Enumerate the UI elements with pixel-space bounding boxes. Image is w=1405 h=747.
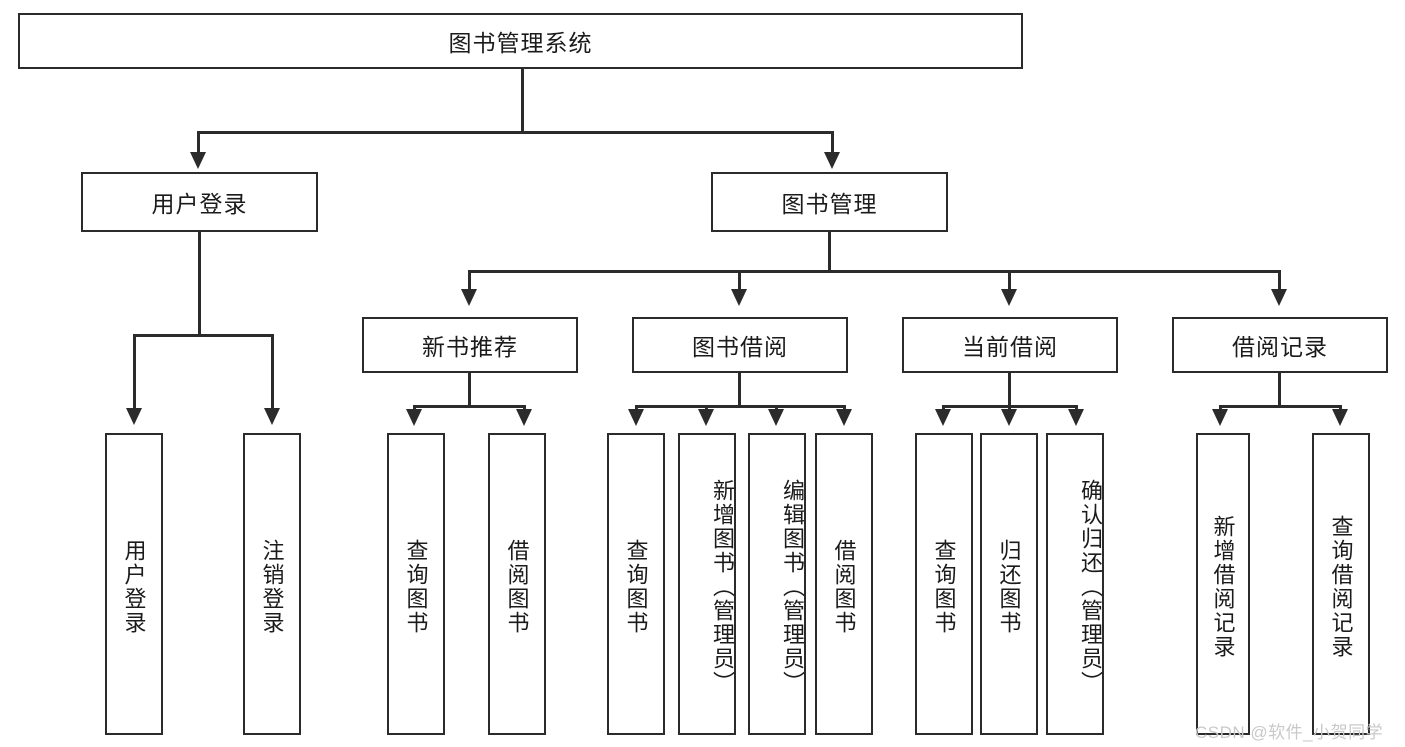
arrow-bookmgmt-to-newbook <box>461 289 477 306</box>
edge-userlogin-bus <box>133 334 273 337</box>
edge-bookborrow-stem <box>738 373 741 407</box>
arrow-root-to-bookmgmt <box>824 152 840 169</box>
leaf-bookborrow-add-book-admin[interactable]: 新增图书（管理员） <box>678 433 736 735</box>
leaf-currentborrow-return-book[interactable]: 归还图书 <box>980 433 1038 735</box>
node-label: 图书借阅 <box>692 334 788 360</box>
node-book-management[interactable]: 图书管理 <box>711 172 948 232</box>
edge-bookborrow-branch-1 <box>635 405 638 412</box>
leaf-label: 新增图书（管理员） <box>710 479 735 695</box>
leaf-currentborrow-confirm-return-admin[interactable]: 确认归还（管理员） <box>1046 433 1104 735</box>
node-label: 图书管理 <box>781 191 878 217</box>
edge-bookmgmt-branch-2 <box>738 270 741 292</box>
edge-bookmgmt-branch-3 <box>1008 270 1011 292</box>
edge-userlogin-branch-2 <box>271 334 274 411</box>
arrow-bookmgmt-to-borrow <box>731 289 747 306</box>
edge-borrowrecord-branch-1 <box>1219 405 1222 412</box>
leaf-borrowrecord-add-record[interactable]: 新增借阅记录 <box>1196 433 1250 735</box>
arrow-userlogin-leaf-1 <box>126 408 142 425</box>
arrow-currentborrow-leaf-2 <box>1001 409 1017 426</box>
edge-currentborrow-branch-3 <box>1075 405 1078 412</box>
edge-bookmgmt-branch-4 <box>1278 270 1281 292</box>
edge-bookmgmt-branch-1 <box>468 270 471 292</box>
arrow-newbook-leaf-1 <box>406 409 422 426</box>
leaf-label: 查询借阅记录 <box>1328 515 1354 659</box>
arrow-bookmgmt-to-current <box>1001 289 1017 306</box>
leaf-bookborrow-borrow-book[interactable]: 借阅图书 <box>815 433 873 735</box>
arrow-bookborrow-leaf-3 <box>768 409 784 426</box>
leaf-label: 确认归还（管理员） <box>1078 479 1103 695</box>
edge-root-to-bookmgmt <box>831 131 834 155</box>
leaf-label: 编辑图书（管理员） <box>780 479 805 695</box>
leaf-newbook-borrow-book[interactable]: 借阅图书 <box>488 433 546 735</box>
leaf-label: 查询图书 <box>623 539 649 635</box>
edge-currentborrow-stem <box>1008 373 1011 407</box>
leaf-currentborrow-query-book[interactable]: 查询图书 <box>915 433 973 735</box>
edge-borrowrecord-bus <box>1219 405 1341 408</box>
edge-root-to-userlogin <box>197 131 200 155</box>
leaf-newbook-query-book[interactable]: 查询图书 <box>387 433 445 735</box>
edge-bookborrow-branch-4 <box>843 405 846 412</box>
arrow-bookmgmt-to-record <box>1271 289 1287 306</box>
node-label: 借阅记录 <box>1232 334 1328 360</box>
arrow-newbook-leaf-2 <box>516 409 532 426</box>
node-label: 图书管理系统 <box>448 30 593 56</box>
leaf-label: 查询图书 <box>403 539 429 635</box>
edge-newbook-bus <box>413 405 525 408</box>
edge-newbook-stem <box>468 373 471 407</box>
arrow-currentborrow-leaf-3 <box>1068 409 1084 426</box>
leaf-label: 借阅图书 <box>831 539 857 635</box>
node-root-system[interactable]: 图书管理系统 <box>18 13 1023 69</box>
edge-newbook-branch-2 <box>523 405 526 412</box>
leaf-borrowrecord-query-record[interactable]: 查询借阅记录 <box>1312 433 1370 735</box>
edge-bookmgmt-stem <box>828 232 831 272</box>
edge-userlogin-stem <box>198 232 201 336</box>
arrow-bookborrow-leaf-1 <box>628 409 644 426</box>
node-book-borrow[interactable]: 图书借阅 <box>632 317 848 373</box>
leaf-label: 注销登录 <box>259 539 285 635</box>
arrow-userlogin-leaf-2 <box>264 408 280 425</box>
edge-userlogin-branch-1 <box>133 334 136 411</box>
leaf-user-login-logout[interactable]: 注销登录 <box>243 433 301 735</box>
node-current-borrow[interactable]: 当前借阅 <box>902 317 1118 373</box>
node-borrow-record[interactable]: 借阅记录 <box>1172 317 1388 373</box>
leaf-label: 用户登录 <box>121 539 147 635</box>
arrow-bookborrow-leaf-4 <box>836 409 852 426</box>
edge-currentborrow-branch-2 <box>1008 405 1011 412</box>
arrow-bookborrow-leaf-2 <box>698 409 714 426</box>
leaf-user-login-login[interactable]: 用户登录 <box>105 433 163 735</box>
node-label: 当前借阅 <box>962 334 1058 360</box>
edge-bookborrow-branch-3 <box>775 405 778 412</box>
edge-currentborrow-branch-1 <box>942 405 945 412</box>
leaf-label: 借阅图书 <box>504 539 530 635</box>
node-new-book-recommend[interactable]: 新书推荐 <box>362 317 578 373</box>
csdn-watermark: CSDN @软件_小贺同学 <box>1195 723 1384 742</box>
arrow-borrowrecord-leaf-1 <box>1212 409 1228 426</box>
edge-root-bus <box>197 131 833 134</box>
leaf-bookborrow-query-book[interactable]: 查询图书 <box>607 433 665 735</box>
arrow-root-to-userlogin <box>190 152 206 169</box>
edge-newbook-branch-1 <box>413 405 416 412</box>
edge-borrowrecord-branch-2 <box>1339 405 1342 412</box>
arrow-borrowrecord-leaf-2 <box>1332 409 1348 426</box>
arrow-currentborrow-leaf-1 <box>935 409 951 426</box>
edge-bookmgmt-bus <box>468 270 1278 273</box>
leaf-label: 新增借阅记录 <box>1210 515 1236 659</box>
edge-borrowrecord-stem <box>1278 373 1281 407</box>
node-label: 新书推荐 <box>422 334 518 360</box>
leaf-label: 归还图书 <box>996 539 1022 635</box>
edge-root-stem <box>521 69 524 133</box>
node-label: 用户登录 <box>151 191 248 217</box>
edge-bookborrow-branch-2 <box>705 405 708 412</box>
leaf-bookborrow-edit-book-admin[interactable]: 编辑图书（管理员） <box>748 433 806 735</box>
edge-bookborrow-bus <box>635 405 843 408</box>
node-user-login[interactable]: 用户登录 <box>81 172 318 232</box>
leaf-label: 查询图书 <box>931 539 957 635</box>
